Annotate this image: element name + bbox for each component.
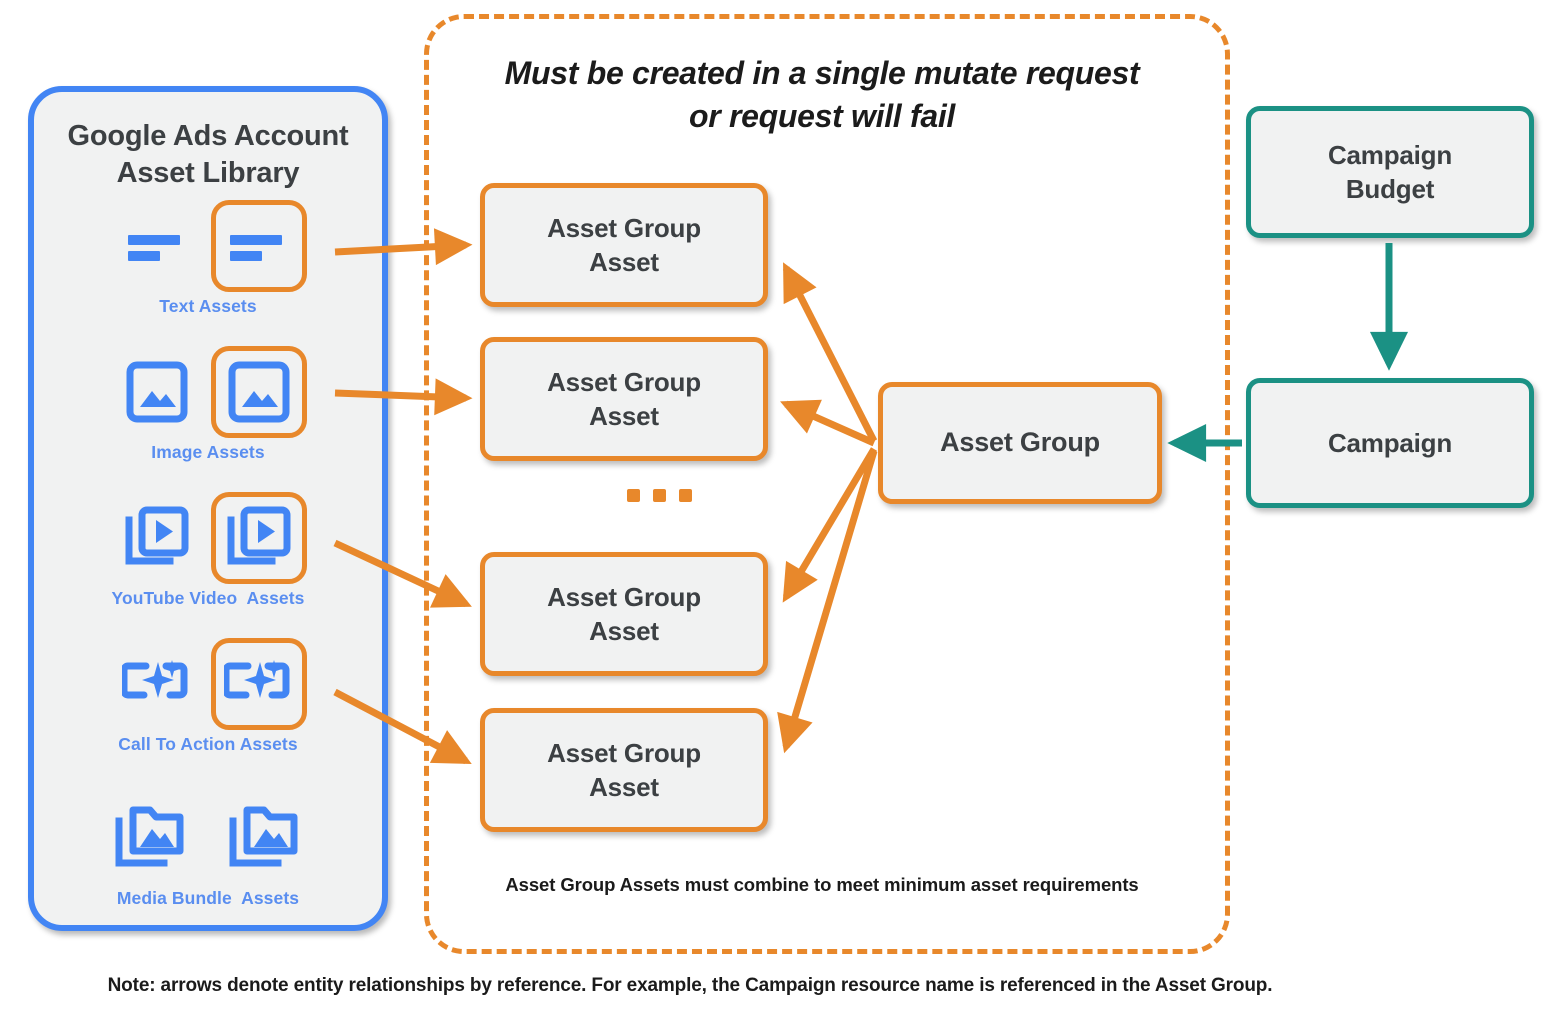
library-item-call-to-action-assets[interactable]: Call To Action Assets bbox=[34, 638, 382, 755]
media-bundle-asset-icon-2 bbox=[217, 792, 313, 884]
youtube-video-asset-icon bbox=[109, 492, 205, 584]
mutate-region-footnote: Asset Group Assets must combine to meet … bbox=[505, 874, 1139, 895]
mutate-region-title: Must be created in a single mutate reque… bbox=[504, 55, 1140, 134]
media-bundle-asset-icon bbox=[103, 792, 199, 884]
asset-group-box[interactable]: Asset Group bbox=[878, 382, 1162, 504]
diagram-note: Note: arrows denote entity relationships… bbox=[107, 975, 1273, 996]
library-item-text-assets[interactable]: Text Assets bbox=[34, 200, 382, 317]
ellipsis-dot bbox=[679, 489, 692, 502]
youtube-video-asset-icon-selected[interactable] bbox=[211, 492, 307, 584]
library-item-label: Text Assets bbox=[159, 296, 257, 316]
library-item-label: Image Assets bbox=[151, 442, 265, 462]
library-item-label: Media Bundle Assets bbox=[116, 888, 300, 908]
image-asset-icon bbox=[109, 346, 205, 438]
library-item-media-bundle-assets[interactable]: Media Bundle Assets bbox=[34, 792, 382, 909]
ellipsis-dot bbox=[653, 489, 666, 502]
library-item-label: Call To Action Assets bbox=[118, 734, 298, 754]
call-to-action-asset-icon bbox=[109, 638, 205, 730]
text-asset-icon bbox=[109, 200, 205, 292]
library-item-image-assets[interactable]: Image Assets bbox=[34, 346, 382, 463]
campaign-label: Campaign bbox=[1327, 427, 1453, 458]
text-asset-icon-selected[interactable] bbox=[211, 200, 307, 292]
library-item-youtube-video-assets[interactable]: YouTube Video Assets bbox=[34, 492, 382, 609]
ellipsis-dot bbox=[627, 489, 640, 502]
library-item-label: YouTube Video Assets bbox=[111, 588, 305, 608]
campaign-box[interactable]: Campaign bbox=[1246, 378, 1534, 508]
image-asset-icon-selected[interactable] bbox=[211, 346, 307, 438]
ellipsis-indicator bbox=[627, 489, 692, 502]
call-to-action-asset-icon-selected[interactable] bbox=[211, 638, 307, 730]
asset-group-label: Asset Group bbox=[940, 427, 1100, 458]
